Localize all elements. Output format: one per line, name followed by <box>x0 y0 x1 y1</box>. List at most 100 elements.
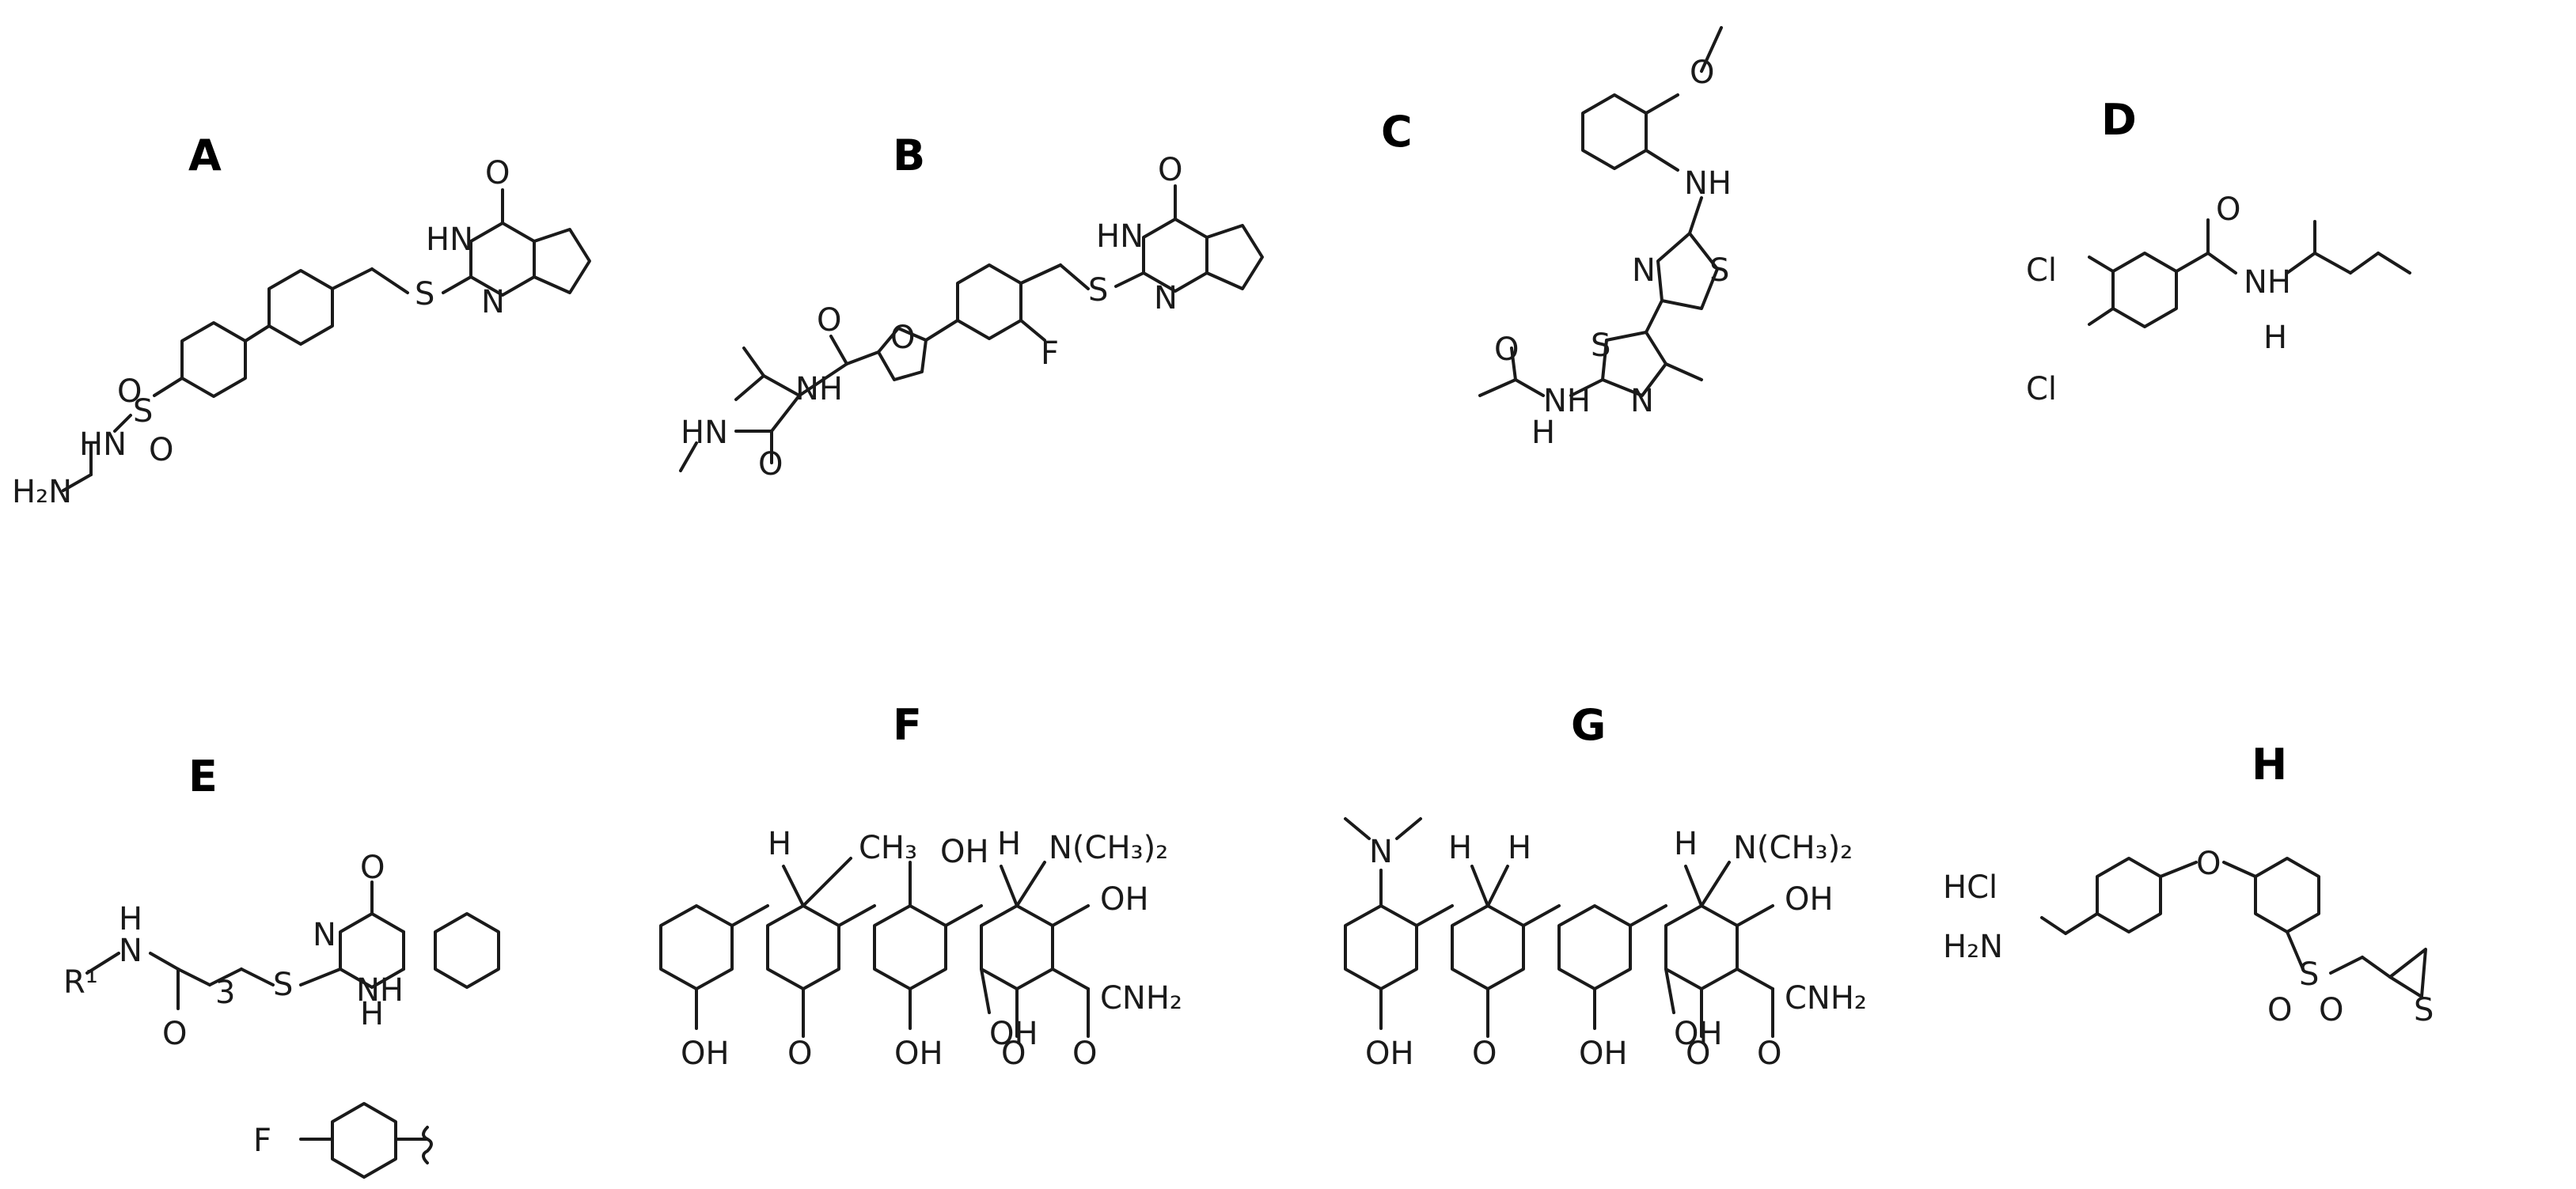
panel-label-d: D <box>2101 95 2137 145</box>
panel-a: A O HN N S S O O HN H₂N <box>12 131 591 510</box>
atom-label: S <box>273 967 293 1003</box>
atom-label: H₂N <box>1943 929 2003 965</box>
atom-label: H <box>1674 826 1698 862</box>
atom-label: O <box>1072 1036 1097 1072</box>
atom-label: HN <box>1096 218 1144 255</box>
atom-label: N <box>1154 280 1178 316</box>
panel-g: G N H H H N(CH₃)₂ OH CNH₂ OH O OH OH O O <box>1344 700 1867 1072</box>
atom-label: OH <box>681 1036 730 1072</box>
atom-label: O <box>2216 191 2240 228</box>
atom-label: O <box>2267 992 2292 1028</box>
atom-label: H <box>768 826 791 862</box>
panel-label-h: H <box>2252 740 2287 790</box>
atom-label: N <box>119 933 142 969</box>
panel-label-f: F <box>893 700 922 750</box>
panel-c: C O NH N S S N O NH H <box>1381 26 1732 451</box>
structure-a <box>62 188 591 492</box>
atom-label: H₂N <box>12 474 72 510</box>
atom-label: N(CH₃)₂ <box>1049 830 1168 866</box>
atom-label: OH <box>989 1016 1038 1052</box>
atom-label: N <box>1632 252 1656 289</box>
structure-f <box>659 857 1090 1038</box>
atom-label: O <box>1686 1036 1710 1072</box>
atom-label: O <box>787 1036 812 1072</box>
panel-f: F H CH₃ OH H N(CH₃)₂ OH CNH₂ OH O OH OH … <box>659 700 1182 1072</box>
atom-label: O <box>1158 152 1182 188</box>
panel-label-b: B <box>893 131 925 180</box>
atom-label: O <box>162 1016 187 1052</box>
atom-label: OH <box>1365 1036 1414 1072</box>
atom-label: S <box>2414 992 2434 1028</box>
atom-label: O <box>1494 331 1519 368</box>
atom-label: OH <box>894 1036 943 1072</box>
atom-label: CNH₂ <box>1785 980 1867 1017</box>
atom-label: N(CH₃)₂ <box>1733 830 1853 866</box>
atom-label: NH <box>2244 264 2291 301</box>
structure-c <box>1478 26 1723 397</box>
atom-label: N <box>481 284 505 320</box>
atom-label: H <box>2263 320 2287 356</box>
structure-g <box>1344 817 1774 1038</box>
atom-label: F <box>253 1123 271 1159</box>
structure-d <box>2088 218 2411 328</box>
atom-label: CNH₂ <box>1100 980 1182 1017</box>
atom-label: S <box>1709 252 1729 289</box>
atom-label: OH <box>1100 881 1149 918</box>
atom-label: CH₃ <box>859 830 917 866</box>
panel-d: D Cl Cl O NH H <box>2026 95 2411 407</box>
atom-label: S <box>2299 956 2319 993</box>
atom-label: H <box>360 996 384 1032</box>
atom-label: NH <box>356 972 404 1009</box>
atom-label: NH <box>795 371 843 407</box>
atom-label: S <box>133 393 153 430</box>
atom-label: O <box>890 320 915 356</box>
atom-label: N <box>1369 834 1393 870</box>
structure-b <box>679 184 1264 472</box>
atom-label: OH <box>940 834 989 870</box>
atom-label: H <box>1531 415 1555 451</box>
atom-label: O <box>1001 1036 1026 1072</box>
atom-label: NH <box>1543 383 1591 419</box>
atom-label: Cl <box>2026 371 2057 407</box>
atom-label: NH <box>1684 165 1732 202</box>
atom-label: O <box>149 432 173 468</box>
panel-label-e: E <box>188 752 218 801</box>
atom-label: O <box>817 302 841 339</box>
atom-label: N <box>1630 383 1654 419</box>
atom-label: O <box>2319 992 2343 1028</box>
atom-label: O <box>758 446 783 483</box>
atom-label: OH <box>1785 881 1834 918</box>
atom-label: H <box>119 901 142 937</box>
atom-label: OH <box>1674 1016 1723 1052</box>
structure-h <box>2040 857 2427 998</box>
atom-label: Cl <box>2026 252 2057 289</box>
atom-label: O <box>1690 55 1714 91</box>
atom-label: H <box>1448 830 1472 866</box>
atom-label: O <box>1757 1036 1781 1072</box>
panel-h: H HCl H₂N O S O O S <box>1943 740 2434 1028</box>
atom-label: O <box>360 850 385 886</box>
atom-label: S <box>415 276 434 312</box>
atom-label: O <box>485 155 510 191</box>
structure-e <box>85 880 500 1179</box>
atom-label: R¹ <box>63 964 98 1001</box>
panel-label-g: G <box>1571 700 1606 750</box>
atom-label: OH <box>1579 1036 1628 1072</box>
atom-label: O <box>117 373 142 410</box>
atom-label: HN <box>681 415 728 451</box>
atom-label: O <box>1472 1036 1497 1072</box>
atom-label: S <box>1591 328 1610 364</box>
panel-e: E O N S NH H R¹ H N O 3 F <box>63 752 500 1179</box>
atom-label: H <box>1508 830 1531 866</box>
atom-label: HN <box>426 222 473 258</box>
atom-label: 3 <box>215 975 235 1011</box>
atom-label: O <box>2196 846 2221 882</box>
atom-label: F <box>1041 335 1059 372</box>
panel-label-a: A <box>188 131 222 180</box>
atom-label: S <box>1088 272 1108 309</box>
atom-label: N <box>313 917 336 953</box>
atom-label: HN <box>79 426 127 463</box>
atom-label: HCl <box>1943 869 1997 906</box>
panel-label-c: C <box>1381 107 1413 157</box>
